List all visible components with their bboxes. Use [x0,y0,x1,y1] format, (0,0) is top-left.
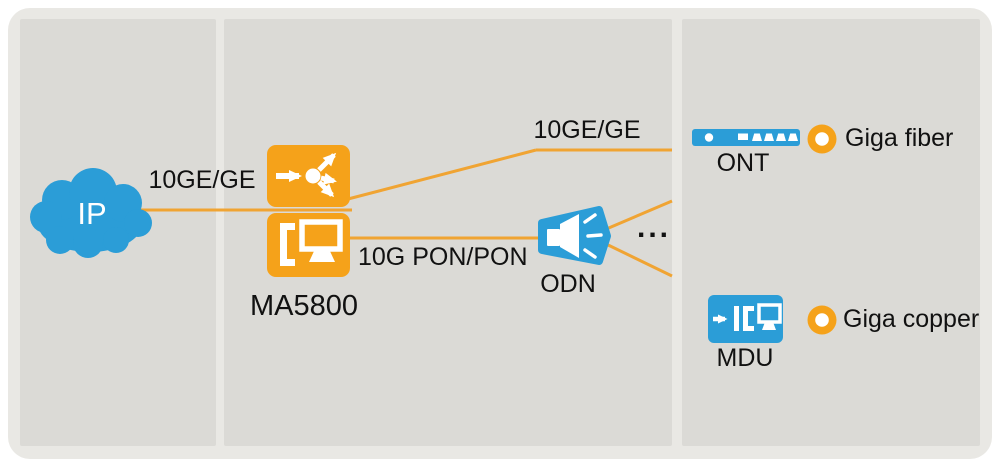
link-odn-fanout-upper [603,199,673,232]
label-ont: ONT [716,149,770,177]
label-fanout-ellipsis: ... [636,211,672,244]
giga-copper-badge-icon [807,305,837,335]
giga-fiber-badge-icon [807,124,837,154]
label-giga-copper: Giga copper [843,305,980,333]
link-olt-to-ont-diagonal [347,148,537,201]
link-odn-fanout-lower [603,241,673,278]
label-mdu: MDU [716,344,774,372]
link-lines [130,148,673,278]
olt-terminal-icon [267,213,350,277]
label-10g-pon: 10G PON/PON [358,243,528,271]
label-uplink-10ge: 10GE/GE [148,166,256,194]
label-fiber-10ge: 10GE/GE [533,116,641,144]
panel-terminals [682,19,980,446]
ip-cloud-icon [30,168,152,258]
olt-switch-icon [267,145,350,207]
ont-device-icon [692,129,800,146]
label-ip-cloud: IP [77,196,107,231]
mdu-device-icon [708,295,783,343]
label-odn: ODN [540,270,596,298]
label-ma5800: MA5800 [250,290,359,322]
label-giga-fiber: Giga fiber [845,124,954,152]
odn-splitter-icon [538,206,611,265]
